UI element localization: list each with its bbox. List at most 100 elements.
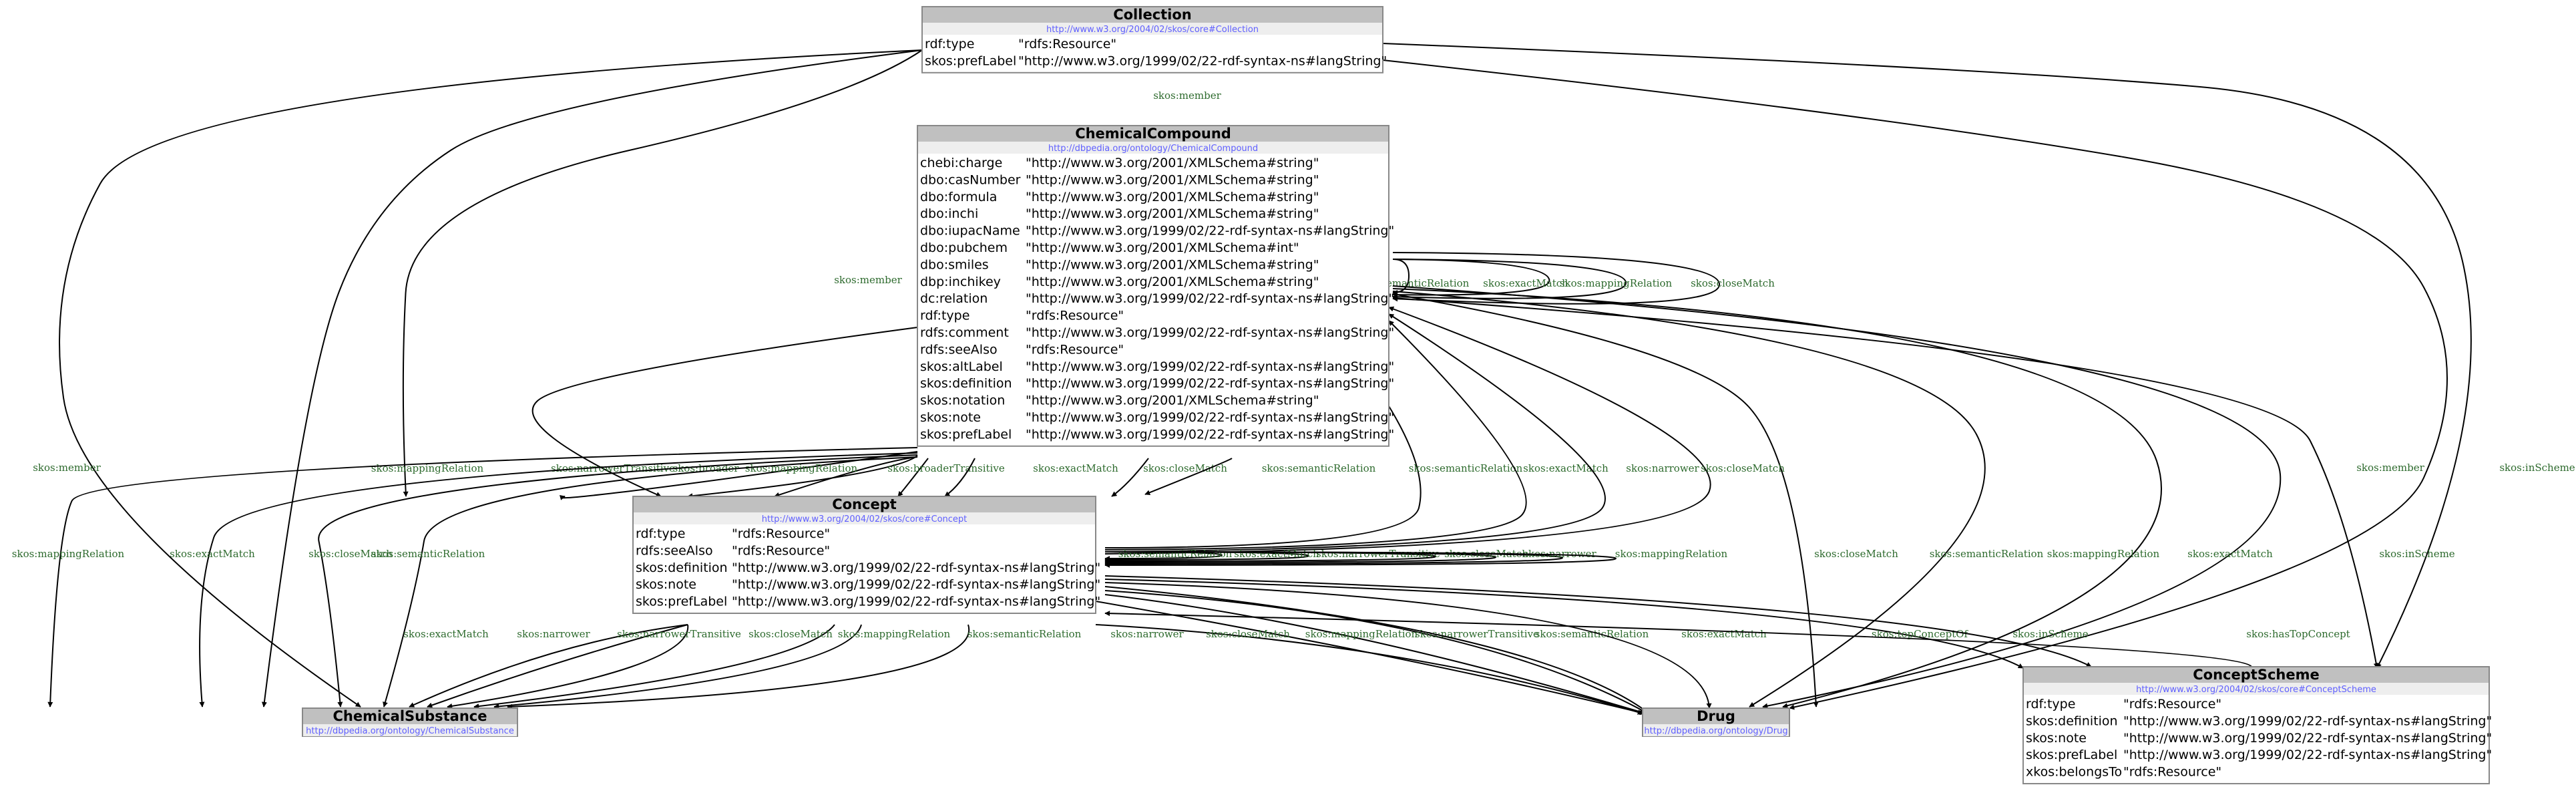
node-chemicalcompound[interactable]: ChemicalCompoundhttp://dbpedia.org/ontol… (917, 125, 1394, 447)
edge-line (1104, 594, 1647, 715)
node-drug[interactable]: Drug http://dbpedia.org/ontology/Drug (1642, 707, 1790, 737)
property-name: rdf:type (2026, 697, 2075, 711)
property-range: "http://www.w3.org/1999/02/22-rdf-syntax… (1026, 410, 1394, 425)
edge-line (1104, 551, 1617, 568)
property-name: skos:notation (920, 393, 1005, 408)
edge-line (1392, 293, 1819, 707)
edge: skos:narrower (1104, 313, 1700, 552)
edge: skos:mappingRelation (1104, 548, 1728, 568)
node-uri-link[interactable]: http://www.w3.org/2004/02/skos/core#Conc… (2136, 685, 2376, 695)
property-name: skos:prefLabel (636, 595, 727, 609)
property-range: "http://www.w3.org/2001/XMLSchema#string… (1026, 257, 1319, 272)
node-collection[interactable]: Collectionhttp://www.w3.org/2004/02/skos… (921, 6, 1387, 73)
edge-label: skos:semanticRelation (1118, 548, 1233, 560)
property-name: dbo:casNumber (920, 172, 1021, 187)
edge-label: skos:closeMatch (1701, 462, 1785, 474)
property-name: skos:note (920, 410, 981, 425)
property-range: "http://www.w3.org/2001/XMLSchema#string… (1026, 190, 1319, 204)
node-chemicalsubstance[interactable]: ChemicalSubstance http://dbpedia.org/onto… (302, 707, 518, 737)
edge: skos:closeMatch (1095, 601, 1645, 716)
property-name: chebi:charge (920, 156, 1002, 170)
property-range: "http://www.w3.org/2001/XMLSchema#int" (1026, 241, 1299, 255)
edge-label: skos:exactMatch (1523, 462, 1608, 474)
property-range: "http://www.w3.org/2001/XMLSchema#string… (1026, 172, 1319, 187)
property-range: "rdfs:Resource" (732, 526, 830, 541)
node-uri-band (918, 142, 1388, 154)
property-name: skos:altLabel (920, 359, 1003, 374)
node-title: Concept (832, 496, 897, 512)
edge: skos:mappingRelation (12, 447, 918, 707)
property-name: skos:definition (636, 561, 728, 575)
node-uri-link[interactable]: http://www.w3.org/2004/02/skos/core#Coll… (1046, 25, 1259, 35)
edge-label: skos:mappingRelation (1560, 277, 1673, 289)
node-title: ChemicalSubstance (333, 708, 487, 724)
edge-label: skos:closeMatch (748, 628, 833, 640)
edge-label: skos:exactMatch (403, 628, 489, 640)
node-uri-band (1643, 724, 1789, 736)
edge-label: skos:narrowerTransitive (1316, 548, 1440, 560)
edge-label: skos:exactMatch (1483, 277, 1568, 289)
edge-line (1104, 586, 1650, 714)
node-concept[interactable]: Concept http://www.w3.org/2004/02/skos/co… (632, 496, 1100, 614)
edge-line (1104, 313, 1606, 552)
node-uri-link[interactable]: http://dbpedia.org/ontology/ChemicalComp… (1048, 144, 1258, 154)
edge: skos:member (33, 49, 923, 707)
edge-line (1104, 306, 1711, 555)
node-uri-link[interactable]: http://www.w3.org/2004/02/skos/core#Conc… (762, 514, 968, 524)
property-name: dbo:iupacName (920, 224, 1020, 239)
edge-label: skos:member (33, 462, 101, 474)
property-name: rdf:type (636, 526, 685, 541)
edge: skos:closeMatch (308, 454, 918, 707)
edge: skos:member (402, 49, 923, 497)
node-uri-band (2024, 683, 2489, 695)
node-uri-link[interactable]: http://dbpedia.org/ontology/ChemicalSubs… (306, 726, 514, 736)
node-conceptscheme[interactable]: ConceptSchemehttp://www.w3.org/2004/02/s… (2022, 666, 2492, 784)
node-uri-link[interactable]: http://dbpedia.org/ontology/Drug (1644, 726, 1787, 736)
property-range: "http://www.w3.org/1999/02/22-rdf-syntax… (2123, 714, 2492, 728)
node-title: Drug (1697, 708, 1735, 724)
property-name: skos:note (636, 577, 696, 592)
edge-line (1104, 590, 1649, 714)
edge: skos:semanticRelation (1104, 548, 1233, 561)
edge-label: skos:closeMatch (308, 548, 393, 560)
edge: skos:closeMatch (1392, 293, 1898, 707)
edge-label: skos:semanticRelation (371, 548, 485, 560)
edge: skos:inScheme (1382, 43, 2575, 669)
nodes-layer: Collectionhttp://www.w3.org/2004/02/skos… (302, 6, 2492, 784)
edge-line (897, 458, 929, 497)
edge-label: skos:semanticRelation (1409, 462, 1523, 474)
node-header (634, 497, 1095, 512)
edge-label: skos:semanticRelation (1535, 628, 1649, 640)
edge-line (687, 455, 918, 499)
property-name: skos:note (2026, 731, 2087, 746)
edge: skos:exactMatch (170, 452, 918, 707)
edge-label: skos:closeMatch (1206, 628, 1290, 640)
edge-label: skos:inScheme (2379, 548, 2454, 560)
edge-line (473, 624, 835, 709)
node-header (303, 709, 517, 724)
property-name: skos:prefLabel (2026, 748, 2117, 762)
property-name: rdfs:comment (920, 325, 1009, 340)
edge-line (447, 624, 689, 709)
property-range: "rdfs:Resource" (732, 543, 830, 558)
edge: skos:closeMatch (1392, 252, 1775, 305)
edge-line (383, 456, 918, 707)
property-range: "http://www.w3.org/1999/02/22-rdf-syntax… (2123, 748, 2492, 762)
node-header (923, 7, 1382, 23)
node-uri-band (923, 23, 1382, 35)
property-range: "http://www.w3.org/2001/XMLSchema#string… (1026, 393, 1319, 408)
edge-line (1104, 579, 2024, 669)
property-name: rdfs:seeAlso (636, 543, 713, 558)
property-name: rdf:type (920, 309, 970, 323)
property-range: "rdfs:Resource" (1026, 309, 1124, 323)
edge: skos:closeMatch (473, 624, 835, 709)
edge-label: skos:narrower (1626, 462, 1699, 474)
edge-label: skos:narrowerTransitive (617, 628, 741, 640)
property-name: rdfs:seeAlso (920, 342, 998, 357)
edge-label: skos:closeMatch (1143, 462, 1227, 474)
edge: skos:exactMatch (944, 458, 1118, 497)
edge-label: skos:topConceptOf (1872, 628, 1969, 640)
edge: skos:inScheme (1392, 297, 2455, 669)
edge-line (1104, 611, 2252, 667)
